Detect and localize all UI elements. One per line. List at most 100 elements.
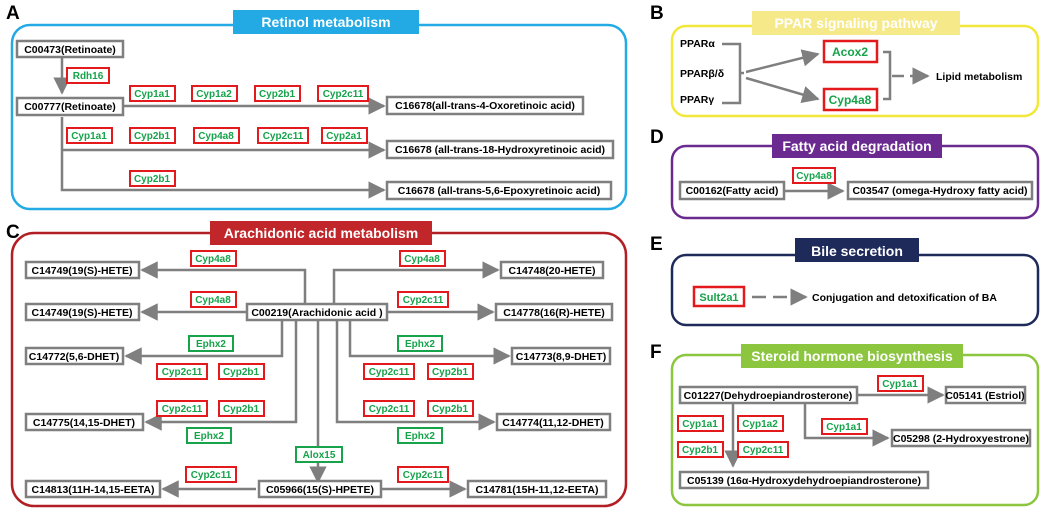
- node-hydroxyretinoic-label: C16678 (all-trans-18-Hydroxyretinoic aci…: [395, 144, 605, 156]
- panel-d-letter: D: [650, 127, 664, 148]
- panel-a-letter: A: [6, 3, 20, 24]
- panel-b-letter: B: [650, 3, 664, 24]
- panel-a-title-bg: [233, 10, 419, 34]
- gene-sult2a1-label: Sult2a1: [699, 292, 738, 304]
- enzyme-label: Cyp2c11: [162, 367, 203, 378]
- panel-f: F Steroid hormone biosynthesis C01227(De…: [650, 342, 1040, 507]
- enzyme-label: Ephx2: [405, 339, 435, 350]
- panel-b-title: PPAR signaling pathway: [774, 15, 937, 31]
- node-c05141: [944, 385, 1027, 405]
- node-l3-label: C14772(5,6-DHET): [29, 351, 119, 363]
- node-c01227-label: C01227(Dehydroepiandrosterone): [684, 390, 853, 402]
- enzyme-box-ephx2: [188, 335, 234, 352]
- enzyme-label: Cyp2c11: [403, 470, 444, 481]
- enzyme-label: Cyp2c11: [369, 367, 410, 378]
- node-c00777: [15, 96, 125, 117]
- node-c00219: [245, 302, 389, 322]
- enzyme-box: [185, 466, 237, 483]
- enzyme-label: Cyp2c11: [323, 89, 364, 100]
- gene-cyp4a8-label: Cyp4a8: [829, 93, 872, 107]
- node-l1: [24, 260, 141, 280]
- edge-to-l3: [124, 320, 284, 365]
- node-r2: [494, 302, 614, 322]
- panel-c-title-bg: [210, 221, 432, 245]
- gene-acox2-label: Acox2: [832, 45, 868, 59]
- enzyme-label: Cyp2b1: [223, 367, 260, 378]
- edge-to-l4: [144, 320, 298, 431]
- enzyme-box: [321, 127, 368, 144]
- enzyme-label: Cyp2c11: [263, 131, 304, 142]
- node-hydroxyretinoic: [385, 139, 615, 160]
- enzyme-label: Cyp2b1: [223, 404, 260, 415]
- enzyme-box: [427, 400, 474, 417]
- enzyme-label: Ephx2: [196, 339, 226, 350]
- node-c00473-label: C00473(Retinoate): [24, 44, 116, 56]
- node-hpete-label: C05966(15(S)-HPETE): [266, 484, 374, 496]
- enzyme-box: [156, 400, 208, 417]
- panel-e: E Bile secretion Sult2a1 Conjugation and…: [650, 234, 1040, 327]
- panel-b: B PPAR signaling pathway PPARα PPARβ/δ P…: [650, 3, 1040, 118]
- panel-c-edges: [124, 261, 511, 498]
- enzyme-box: [190, 291, 237, 308]
- enzyme-box: [363, 363, 415, 380]
- enzyme-rdh16: [66, 67, 110, 84]
- enzyme-box: [257, 127, 309, 144]
- enzyme-label: Cyp1a1: [682, 419, 718, 430]
- enzyme-label: Cyp1a1: [71, 131, 107, 142]
- enzyme-box: [156, 363, 208, 380]
- node-oxoretinoic: [385, 95, 585, 116]
- enzyme-label: Cyp4a8: [404, 254, 440, 265]
- enzyme-box: [129, 85, 176, 102]
- enzyme-box: [399, 250, 446, 267]
- panel-b-title-bg: [752, 11, 960, 35]
- node-hpete: [257, 479, 383, 499]
- panel-f-title: Steroid hormone biosynthesis: [751, 348, 953, 364]
- enzyme-box: [821, 418, 868, 435]
- node-c00162-label: C00162(Fatty acid): [686, 185, 779, 197]
- enzyme-box: [397, 291, 449, 308]
- enzyme-box: [129, 127, 176, 144]
- enzyme-cyp4a8: [792, 167, 836, 184]
- enzyme-box: [677, 441, 724, 458]
- edge-to-hydroxyestrone: [803, 403, 890, 447]
- enzyme-label: Cyp2c11: [191, 470, 232, 481]
- enzyme-label: Cyp2a1: [326, 131, 362, 142]
- gene-cyp4a8: [822, 87, 879, 112]
- panel-d-title: Fatty acid degradation: [782, 138, 931, 154]
- enzyme-label: Cyp2b1: [682, 445, 719, 456]
- panel-d-title-bg: [772, 134, 942, 158]
- panel-e-title: Bile secretion: [811, 243, 903, 259]
- enzyme-box: [191, 85, 238, 102]
- panel-d: D Fatty acid degradation C00162(Fatty ac…: [650, 127, 1040, 220]
- enzyme-label: Cyp1a2: [742, 419, 778, 430]
- enzyme-box-ephx2: [186, 427, 232, 444]
- enzyme-rdh16-label: Rdh16: [73, 71, 104, 82]
- enzyme-label: Cyp2b1: [432, 367, 469, 378]
- enzyme-box: [254, 85, 301, 102]
- node-eeta-right: [466, 479, 608, 499]
- node-l4-label: C14775(14,15-DHET): [33, 417, 135, 429]
- node-oxoretinoic-label: C16678(all-trans-4-Oxoretinoic acid): [395, 100, 575, 112]
- node-c01227: [678, 385, 859, 405]
- node-l2-label: C14749(19(S)-HETE): [32, 307, 133, 319]
- label-ppar-alpha: PPARα: [680, 38, 715, 50]
- node-c03547-label: C03547 (omega-Hydroxy fatty acid): [852, 185, 1027, 197]
- panel-a: A Retinol metabolism C00473(Retinoate) C…: [6, 3, 628, 211]
- enzyme-box-ephx2: [397, 427, 443, 444]
- edge-to-epoxyretinoic: [60, 117, 386, 199]
- enzyme-label: Cyp4a8: [198, 131, 234, 142]
- edge-ppar-to-cyp4a8: [745, 76, 820, 103]
- enzyme-label: Cyp1a1: [882, 379, 918, 390]
- edge-ppar-to-acox2: [745, 49, 820, 74]
- enzyme-label: Cyp4a8: [195, 254, 231, 265]
- enzyme-label: Cyp1a1: [826, 422, 862, 433]
- bracket-genes: [883, 50, 892, 101]
- gene-sult2a1: [692, 285, 746, 308]
- enzyme-label: Cyp2c11: [162, 404, 203, 415]
- enzyme-box: [218, 363, 265, 380]
- node-epoxyretinoic: [385, 180, 613, 201]
- edge-to-l1: [140, 261, 307, 303]
- node-c00473: [15, 39, 125, 59]
- edge-to-r3: [348, 320, 511, 365]
